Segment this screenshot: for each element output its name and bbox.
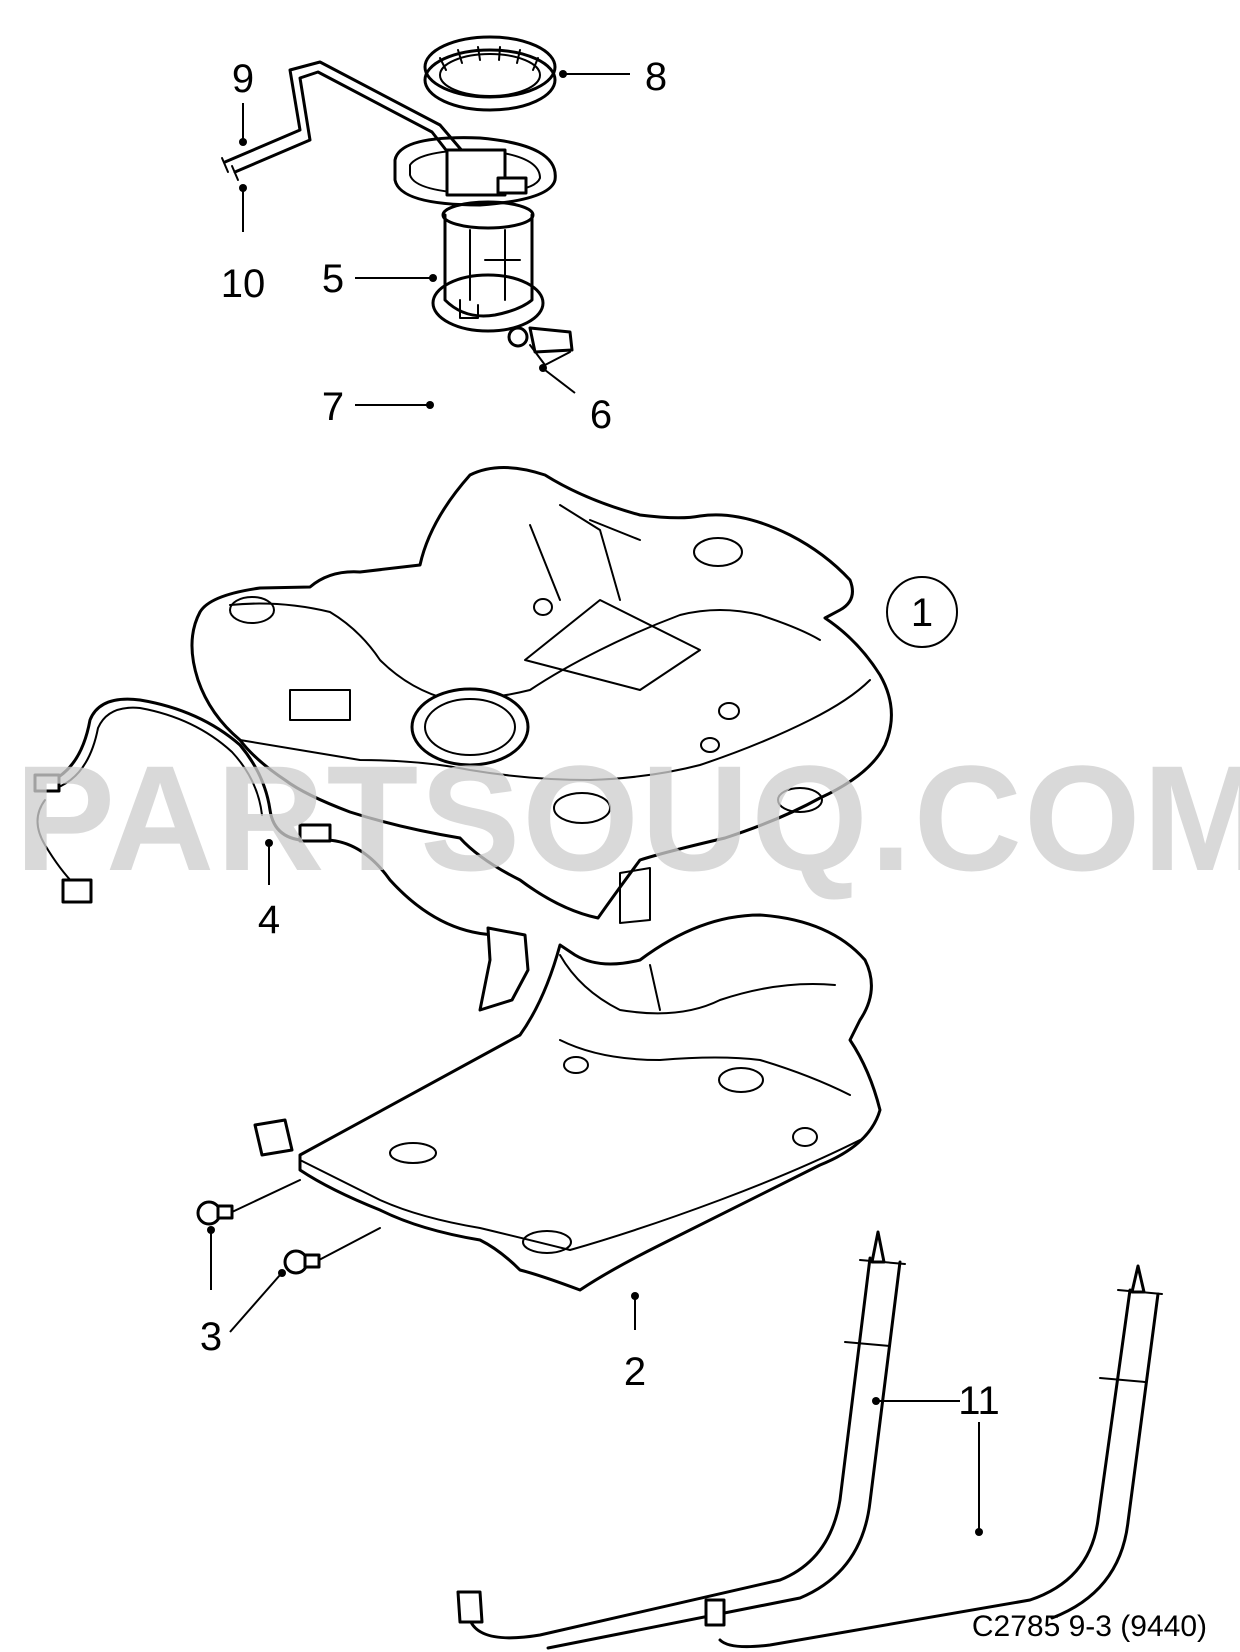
part-3-bolts[interactable] — [196, 1179, 381, 1275]
part-4-wiring-harness[interactable] — [33, 697, 530, 1012]
part-11-tank-straps[interactable] — [456, 1230, 1163, 1650]
callout-1[interactable]: 1 — [911, 591, 933, 635]
part-6-sender-unit[interactable] — [507, 326, 574, 366]
callout-10[interactable]: 10 — [221, 262, 266, 306]
callouts: 1 2 3 4 5 6 7 8 9 10 11 — [200, 55, 1000, 1423]
part-5-fuel-pump-module[interactable] — [393, 136, 557, 319]
callout-2[interactable]: 2 — [624, 1350, 646, 1394]
callout-8[interactable]: 8 — [645, 55, 667, 99]
callout-9[interactable]: 9 — [232, 57, 254, 101]
callout-4[interactable]: 4 — [258, 898, 280, 942]
callout-6[interactable]: 6 — [590, 393, 612, 437]
callout-1-circle — [886, 576, 958, 648]
callout-3[interactable]: 3 — [200, 1315, 222, 1359]
part-1-fuel-tank[interactable] — [190, 466, 893, 924]
part-2-heat-shield[interactable] — [253, 913, 882, 1292]
callout-11[interactable]: 11 — [958, 1379, 1000, 1423]
watermark: PARTSOUQ.COM — [15, 734, 1240, 902]
callout-7[interactable]: 7 — [322, 385, 344, 429]
part-7-seal-ring[interactable] — [431, 273, 545, 333]
part-8-locking-ring[interactable] — [423, 35, 557, 112]
leader-lines — [207, 70, 983, 1536]
callout-5[interactable]: 5 — [322, 257, 344, 301]
diagram-code: C2785 9-3 (9440) — [972, 1610, 1207, 1643]
